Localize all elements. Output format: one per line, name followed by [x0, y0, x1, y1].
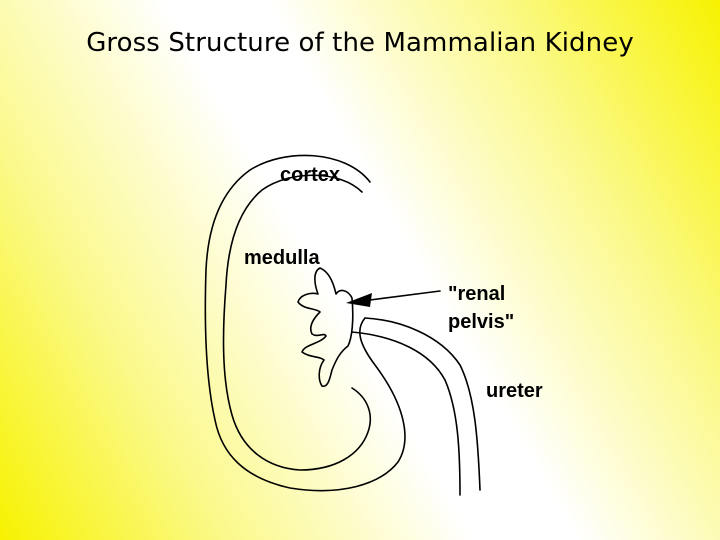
ureter-inner-wall: [351, 331, 461, 496]
label-cortex: cortex: [280, 164, 340, 186]
renal-pelvis-arrowhead: [346, 293, 372, 307]
renal-pelvis-arrow-line: [369, 290, 441, 301]
label-renal-pelvis-line2: pelvis": [448, 311, 514, 333]
slide-title: Gross Structure of the Mammalian Kidney: [86, 28, 634, 58]
kidney-outer-capsule: [204, 154, 406, 492]
kidney-inner-boundary: [222, 174, 372, 471]
label-ureter: ureter: [486, 380, 543, 402]
label-renal-pelvis-line1: "renal: [448, 283, 505, 305]
ureter-outer-wall: [364, 317, 481, 491]
label-medulla: medulla: [244, 247, 320, 269]
renal-pelvis-cavity: [297, 267, 354, 388]
